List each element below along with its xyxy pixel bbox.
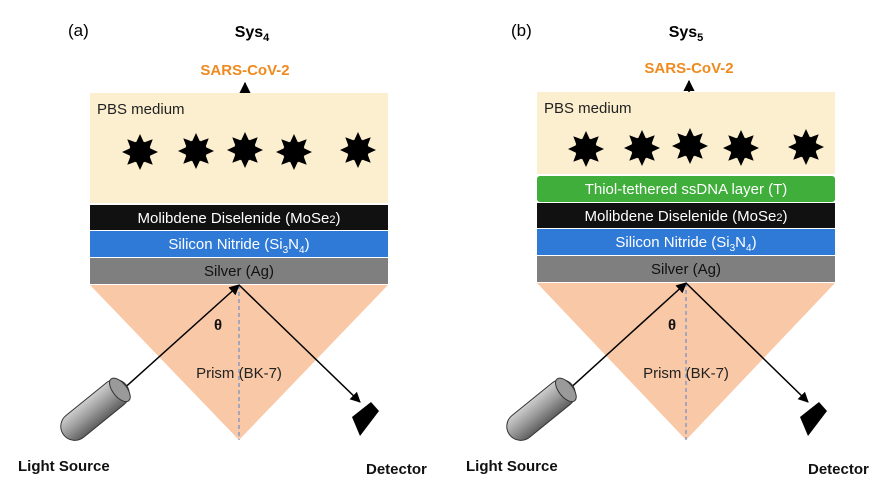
panel-a-system-label: Sys4 — [235, 24, 270, 44]
panel-b-ssdna-label: Thiol-tethered ssDNA layer (T) — [585, 181, 788, 198]
panel-b-si3n4-layer — [537, 229, 835, 255]
virus-particle-icon — [723, 130, 759, 166]
panel-a-prism-label: Prism (BK-7) — [196, 365, 282, 382]
panel-a-angle-theta: θ — [214, 317, 222, 334]
panel-a-analyte-label: SARS-CoV-2 — [200, 62, 289, 79]
panel-b-light-source-label: Light Source — [466, 458, 558, 475]
panel-b-silver-label: Silver (Ag) — [651, 261, 721, 278]
panel-b-si3n4-label: Silicon Nitride (Si3N4) — [615, 234, 756, 254]
panel-a-detector-label: Detector — [366, 461, 427, 478]
panel-b-detector-icon — [800, 402, 827, 436]
panel-a-light-source-label: Light Source — [18, 458, 110, 475]
virus-particle-icon — [672, 128, 708, 164]
panel-a-silver-layer — [90, 258, 388, 284]
panel-a-medium-label: PBS medium — [97, 101, 185, 118]
panel-a-si3n4-label: Silicon Nitride (Si3N4) — [168, 236, 309, 256]
panel-b-mose2-label: Molibdene Diselenide (MoSe2) — [585, 208, 788, 225]
virus-particle-icon — [788, 129, 824, 165]
panel-b-light-source-icon — [506, 377, 577, 441]
virus-particle-icon — [340, 132, 376, 168]
virus-particle-icon — [178, 133, 214, 169]
panel-b-prism-label: Prism (BK-7) — [643, 365, 729, 382]
panel-b-ssdna-layer — [537, 176, 835, 202]
panel-b-incident-beam — [565, 282, 687, 393]
panel-b-mose2-layer — [537, 203, 835, 228]
panel-a-si3n4-layer — [90, 231, 388, 257]
panel-a-silver-label: Silver (Ag) — [204, 263, 274, 280]
panel-b-silver-layer — [537, 256, 835, 282]
panel-b-angle-theta: θ — [668, 317, 676, 334]
virus-particle-icon — [227, 132, 263, 168]
virus-particle-icon — [122, 134, 158, 170]
virus-particle-icon — [568, 131, 604, 167]
panel-b-detector-label: Detector — [808, 461, 869, 478]
virus-particle-icon — [624, 130, 660, 166]
panel-a-light-source-icon — [60, 377, 131, 441]
virus-particle-icon — [276, 134, 312, 170]
panel-b-medium-label: PBS medium — [544, 100, 632, 117]
panel-b-virus-particles — [568, 128, 824, 167]
panel-b-system-label: Sys5 — [669, 24, 704, 44]
panel-b-reflected-beam — [685, 282, 809, 403]
panel-a: (a) Sys4 SARS-CoV-2 PBS medium Molibdene… — [18, 21, 427, 478]
panel-a-mose2-layer — [90, 205, 388, 230]
panel-a-mose2-label: Molibdene Diselenide (MoSe2) — [138, 210, 341, 227]
panel-b-letter: (b) — [511, 21, 532, 40]
panel-b: (b) Sys5 SARS-CoV-2 PBS medium Thiol-tet… — [466, 21, 869, 478]
panel-a-letter: (a) — [68, 21, 89, 40]
panel-a-reflected-beam — [238, 284, 361, 403]
panel-a-virus-particles — [122, 132, 376, 170]
panel-b-analyte-label: SARS-CoV-2 — [644, 60, 733, 77]
panel-a-detector-icon — [352, 402, 379, 436]
panel-a-incident-beam — [119, 284, 240, 393]
